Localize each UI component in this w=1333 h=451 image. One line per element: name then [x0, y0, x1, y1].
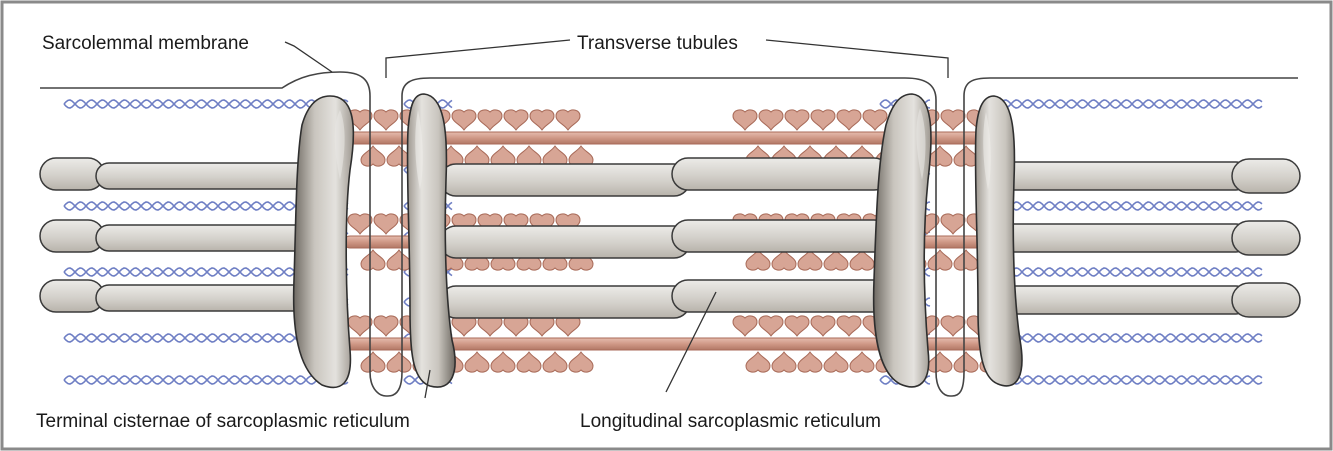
sr-tube-middle-b	[672, 158, 890, 190]
sr-tube-left	[96, 163, 320, 189]
label-sarcolemmal-membrane: Sarcolemmal membrane	[42, 33, 249, 54]
sr-tube-right	[1000, 224, 1250, 252]
sr-tube-middle-b	[672, 220, 890, 252]
label-transverse-tubules: Transverse tubules	[577, 33, 738, 54]
sr-tube-middle-a	[440, 164, 690, 196]
terminal-cisterna-1	[294, 96, 354, 387]
sr-tube-stub-right	[1232, 221, 1300, 255]
sr-tube-middle-b	[672, 280, 890, 312]
sr-tube-stub-right	[1232, 159, 1300, 193]
sr-tube-stub-left	[40, 280, 104, 312]
longitudinal-sr-layer	[40, 158, 1300, 318]
sr-tube-left	[96, 225, 320, 251]
label-terminal-cisternae: Terminal cisternae of sarcoplasmic retic…	[36, 411, 410, 432]
sr-tube-right	[1000, 286, 1250, 314]
sr-tube-stub-right	[1232, 283, 1300, 317]
sr-tube-middle-a	[440, 226, 690, 258]
sr-tube-stub-left	[40, 220, 104, 252]
sr-tube-right	[1000, 162, 1250, 190]
sr-tube-stub-left	[40, 158, 104, 190]
label-longitudinal-sr: Longitudinal sarcoplasmic reticulum	[580, 411, 881, 432]
sr-tube-left	[96, 285, 320, 311]
sr-tube-middle-a	[440, 286, 690, 318]
